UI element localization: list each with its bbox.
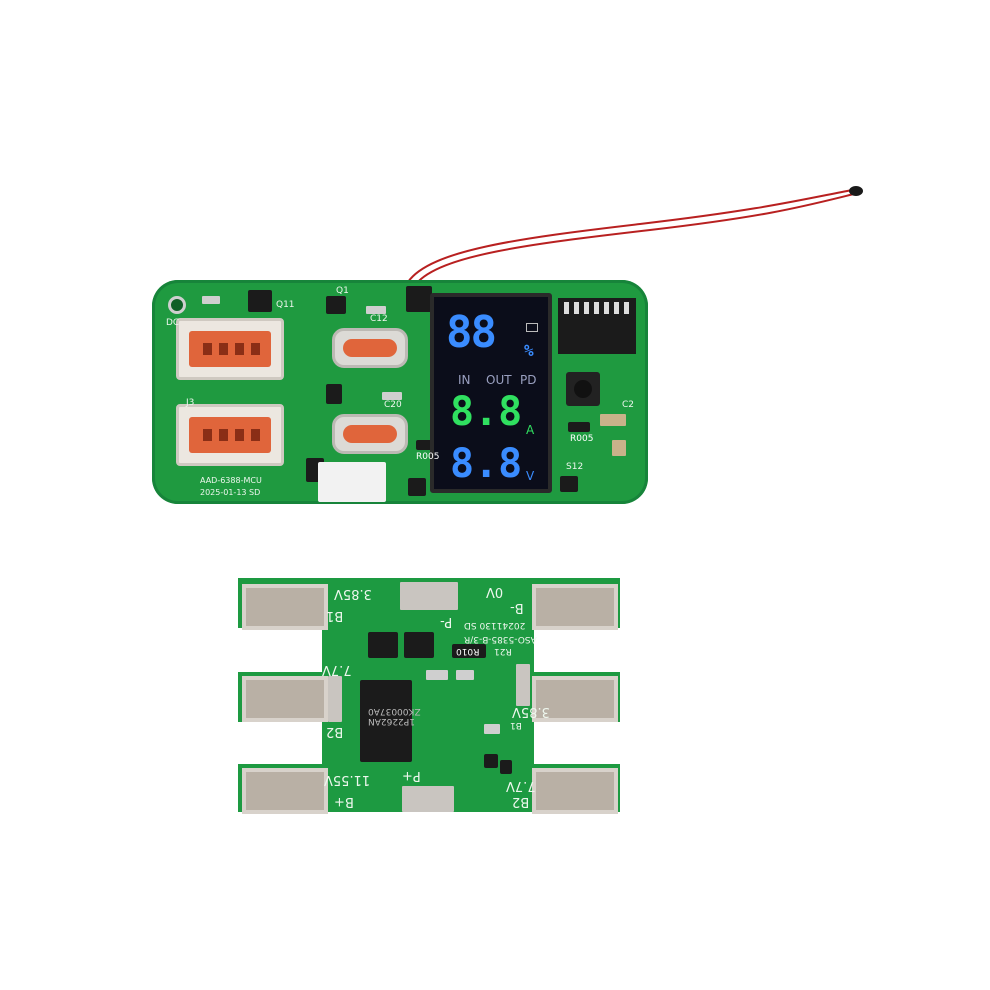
silk-77v-left: 7.7V [322, 662, 352, 677]
silk-dc: DC [166, 318, 180, 328]
silk-c2: C2 [622, 400, 635, 410]
board-cutout [534, 628, 620, 672]
voltage-unit: V [526, 469, 535, 483]
resistor [568, 422, 590, 432]
silk-j3: J3 [186, 398, 195, 408]
board-part-label: AAD-6388-MCU [200, 476, 262, 485]
mosfet-q1 [326, 296, 346, 314]
current-unit: A [526, 423, 535, 437]
ic-marking-2: ZK00037A0 [368, 706, 421, 716]
silk-b1: B1 [326, 608, 344, 623]
tactile-button [566, 372, 600, 406]
silk-s12: S12 [566, 462, 584, 472]
resistor [416, 440, 438, 450]
silk-385v-top: 3.85V [334, 586, 372, 601]
transistor [500, 760, 512, 774]
silk-part: ASO-5385-B-3/R [464, 634, 537, 644]
silk-r21: R21 [494, 646, 512, 656]
solder-pad [516, 664, 530, 706]
smd-component [484, 724, 500, 734]
lcd-display: 88 % IN OUT PD 8.8 A 8.8 V [430, 293, 552, 493]
silk-p-minus: P- [440, 614, 453, 629]
percent-value: 88 [446, 307, 497, 358]
nickel-tab [242, 676, 328, 722]
silk-r010: R010 [456, 646, 480, 656]
nickel-tab [242, 584, 328, 630]
usb-c-port-1 [332, 328, 408, 368]
ic-chip [406, 286, 432, 312]
ic-chip [326, 384, 342, 404]
current-value: 8.8 [450, 389, 523, 435]
transistor [484, 754, 498, 768]
smd-component [456, 670, 474, 680]
electrolytic-capacitor [318, 462, 386, 502]
smd-component [202, 296, 220, 304]
mosfet-q11 [248, 290, 272, 312]
ic-marking-1: 1P2262AN [368, 716, 415, 726]
silk-r005a: R005 [416, 452, 440, 462]
board-cutout [238, 722, 322, 764]
board-cutout [534, 722, 620, 764]
silk-0v: 0V [486, 584, 504, 599]
smd-component [366, 306, 386, 314]
usb-c-port-2 [332, 414, 408, 454]
thermistor-probe [849, 186, 863, 196]
voltage-value: 8.8 [450, 441, 523, 487]
silk-b1-right: B1 [510, 720, 522, 730]
ic-chip [408, 478, 426, 496]
silk-b2-left: B2 [326, 724, 344, 739]
solder-pad [328, 676, 342, 722]
board-date-label: 2025-01-13 SD [200, 488, 261, 497]
silk-385v-right: 3.85V [512, 704, 550, 719]
nickel-tab [532, 676, 618, 722]
mode-out: OUT [486, 373, 512, 387]
nickel-tab [242, 768, 328, 814]
mounting-hole [168, 296, 186, 314]
mode-pd: PD [520, 373, 537, 387]
protection-ic [360, 680, 412, 762]
mosfet [368, 632, 398, 658]
display-driver-chip [558, 298, 636, 354]
ic-chip [560, 476, 578, 492]
silk-c12: C12 [370, 314, 388, 324]
solder-pad [402, 786, 454, 812]
silk-p-plus: P+ [402, 768, 421, 783]
smd-component [382, 392, 402, 400]
board-cutout [238, 628, 322, 672]
silk-1155v: 11.55V [324, 772, 371, 787]
smd-component [600, 414, 626, 426]
silk-b-minus: B- [510, 600, 524, 615]
nickel-tab [532, 584, 618, 630]
silk-date: 20241130 SD [464, 620, 526, 630]
mosfet [404, 632, 434, 658]
mode-in: IN [458, 373, 471, 387]
usb-a-port-2 [176, 404, 284, 466]
solder-pad [400, 582, 458, 610]
smd-component [426, 670, 448, 680]
silk-q1: Q1 [336, 286, 349, 296]
silk-77v-right: 7.7V [506, 778, 536, 793]
silk-q11: Q11 [276, 300, 295, 310]
nickel-tab [532, 768, 618, 814]
resistor [452, 644, 486, 658]
silk-b2-right: B2 [512, 794, 530, 809]
usb-a-port-1 [176, 318, 284, 380]
silk-b-plus: B+ [334, 794, 354, 809]
silk-c20: C20 [384, 400, 402, 410]
battery-icon [526, 323, 538, 332]
percent-unit: % [524, 341, 534, 360]
silk-r005b: R005 [570, 434, 594, 444]
smd-component [612, 440, 626, 456]
